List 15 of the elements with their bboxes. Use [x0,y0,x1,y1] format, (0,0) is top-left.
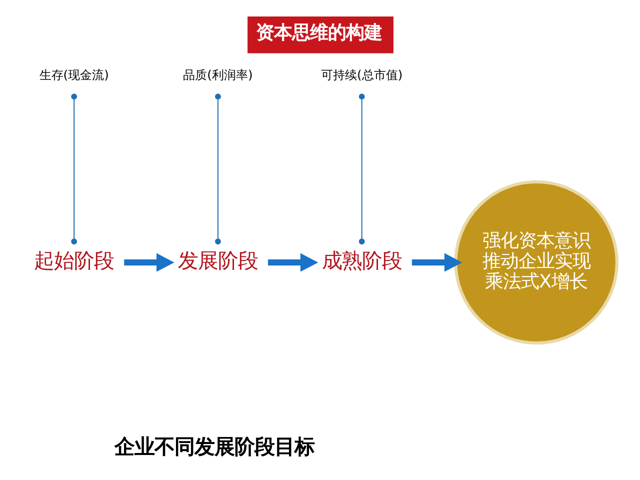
connector [358,94,364,244]
node-text: 生存(现金流) [38,68,108,82]
connector [214,94,220,244]
node-text: 品质(利润率) [182,68,252,82]
arrow [267,253,318,272]
arrow [124,253,174,272]
caption: 企业不同发展阶段目标 [114,434,314,458]
node-text: 起始阶段 [34,248,114,273]
node-circle: 强化资本意识推动企业实现乘法式X增长 [454,180,618,345]
node-text: 成熟阶段 [321,248,402,273]
arrow [411,253,462,272]
diagram-title: 资本思维的构建 [256,22,382,44]
connector [70,94,77,244]
node-text: 发展阶段 [177,248,258,273]
node-text: 可持续(总市值) [320,68,402,82]
